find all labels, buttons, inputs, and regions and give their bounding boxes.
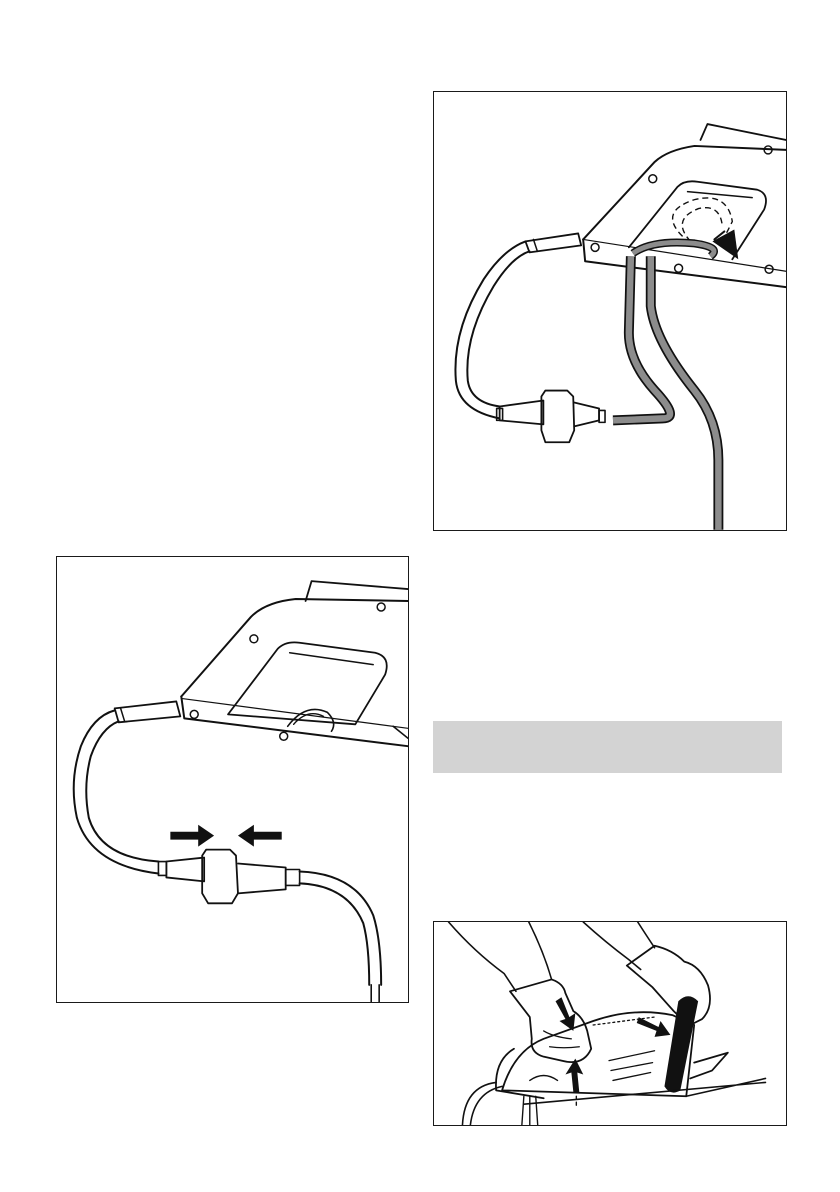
plug-connection-illustration xyxy=(57,557,408,1002)
arrow-icon xyxy=(238,825,282,847)
screw-icon xyxy=(591,243,599,251)
screw-icon xyxy=(377,603,385,611)
arrow-icon xyxy=(637,1017,671,1037)
screw-icon xyxy=(675,264,683,272)
figure-plug-connection xyxy=(56,556,409,1003)
handle-outline-top xyxy=(181,599,408,696)
power-cable xyxy=(462,1082,496,1125)
two-hand-operation-illustration xyxy=(434,922,786,1125)
screw-icon xyxy=(250,635,258,643)
section-heading-band xyxy=(433,721,782,773)
left-glove xyxy=(510,979,591,1062)
screw-icon xyxy=(649,175,657,183)
handle-outline-top xyxy=(583,146,786,239)
device-cable xyxy=(455,241,525,418)
arrow-icon xyxy=(565,1059,583,1093)
screw-icon xyxy=(280,732,288,740)
left-sleeve xyxy=(449,922,516,991)
figure-cable-strain-relief xyxy=(433,91,787,531)
handle-outline-bottom xyxy=(181,696,408,746)
push-arrows-icon xyxy=(170,825,214,847)
cable-loop-illustration xyxy=(434,92,786,530)
figure-two-hand-operation xyxy=(433,921,787,1126)
plug-coupling xyxy=(500,400,544,424)
screw-icon xyxy=(190,710,198,718)
plug-coupling xyxy=(166,858,204,882)
arrow-icon xyxy=(556,997,576,1031)
